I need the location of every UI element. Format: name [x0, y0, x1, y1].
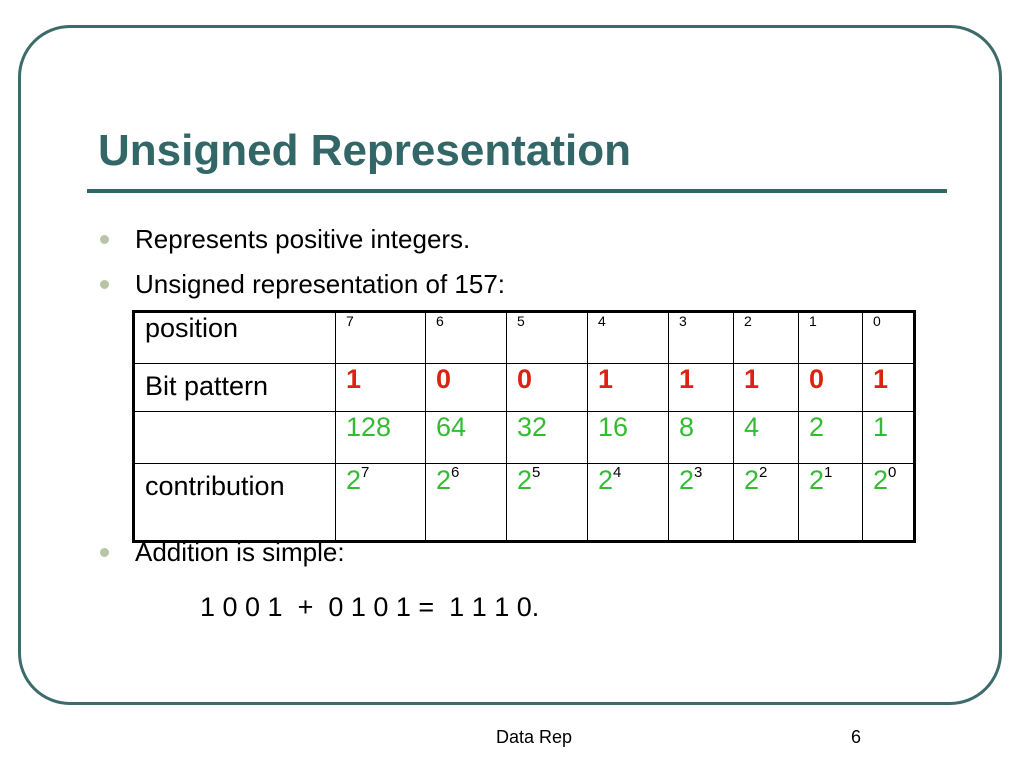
title-underline	[87, 189, 947, 193]
bit-cell: 1	[668, 363, 734, 412]
value-cell: 128	[335, 411, 426, 464]
table-row-bits: Bit pattern 1 0 0 1 1 1 0 1	[133, 363, 915, 412]
bullet-text: Addition is simple:	[135, 537, 345, 567]
power-cell: 27	[335, 463, 426, 542]
value-cell: 16	[587, 411, 669, 464]
power-cell: 20	[862, 463, 915, 542]
value-cell: 1	[862, 411, 915, 464]
footer-label: Data Rep	[496, 727, 573, 747]
table-row-position: position 7 6 5 4 3 2 1 0	[133, 311, 915, 364]
row-label-contribution: contribution	[133, 463, 336, 542]
value-cell: 32	[506, 411, 588, 464]
power-base: 2	[744, 465, 760, 495]
power-exponent: 7	[361, 464, 370, 481]
power-exponent: 2	[759, 464, 768, 481]
position-cell: 7	[335, 311, 426, 364]
bit-cell: 1	[862, 363, 915, 412]
position-cell: 0	[862, 311, 915, 364]
power-base: 2	[873, 465, 889, 495]
table-row-contribution: contribution 27 26 25 24 23 22 21 20	[133, 463, 915, 542]
bit-cell: 0	[798, 363, 863, 412]
row-label-empty	[133, 411, 336, 464]
power-cell: 21	[798, 463, 863, 542]
power-base: 2	[346, 465, 362, 495]
bit-cell: 1	[587, 363, 669, 412]
power-base: 2	[809, 465, 825, 495]
bullet-text: Represents positive integers.	[135, 224, 471, 254]
value-cell: 8	[668, 411, 734, 464]
table-row-values: 128 64 32 16 8 4 2 1	[133, 411, 915, 464]
power-cell: 22	[733, 463, 799, 542]
power-exponent: 3	[694, 464, 703, 481]
bullet-dot-icon	[100, 280, 109, 289]
row-label-bit-pattern: Bit pattern	[133, 363, 336, 412]
value-cell: 2	[798, 411, 863, 464]
power-cell: 26	[425, 463, 507, 542]
power-cell: 25	[506, 463, 588, 542]
power-exponent: 5	[532, 464, 541, 481]
bit-cell: 0	[425, 363, 507, 412]
bullet-text: Unsigned representation of 157:	[135, 269, 506, 299]
power-base: 2	[517, 465, 533, 495]
bullet-dot-icon	[100, 548, 109, 557]
slide-frame	[18, 25, 1002, 705]
bit-cell: 0	[506, 363, 588, 412]
power-exponent: 4	[613, 464, 622, 481]
bullet-dot-icon	[100, 235, 109, 244]
position-cell: 1	[798, 311, 863, 364]
power-base: 2	[436, 465, 452, 495]
power-cell: 24	[587, 463, 669, 542]
power-base: 2	[679, 465, 695, 495]
power-exponent: 0	[888, 464, 897, 481]
position-cell: 6	[425, 311, 507, 364]
bit-cell: 1	[733, 363, 799, 412]
position-cell: 4	[587, 311, 669, 364]
position-cell: 3	[668, 311, 734, 364]
power-exponent: 1	[824, 464, 833, 481]
value-cell: 4	[733, 411, 799, 464]
position-cell: 5	[506, 311, 588, 364]
value-cell: 64	[425, 411, 507, 464]
position-cell: 2	[733, 311, 799, 364]
row-label-position: position	[133, 311, 336, 364]
bit-cell: 1	[335, 363, 426, 412]
page-number: 6	[851, 727, 862, 747]
power-exponent: 6	[451, 464, 460, 481]
slide-title: Unsigned Representation	[98, 126, 631, 175]
addition-equation: 1 0 0 1 + 0 1 0 1 = 1 1 1 0.	[200, 592, 540, 622]
bit-table: position 7 6 5 4 3 2 1 0 Bit pattern 1 0…	[132, 310, 916, 543]
power-cell: 23	[668, 463, 734, 542]
power-base: 2	[598, 465, 614, 495]
